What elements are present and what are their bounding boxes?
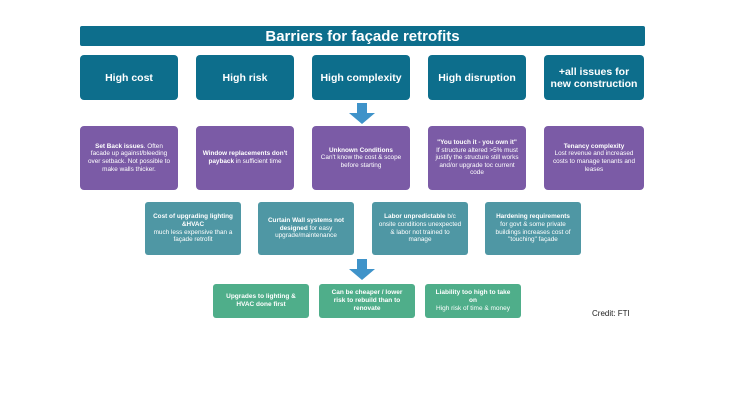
barrier-unknown-conditions: Unknown Conditions Can't know the cost &… [312, 126, 410, 190]
category-high-disruption: High disruption [428, 55, 526, 100]
category-new-construction: +all issues for new construction [544, 55, 644, 100]
category-high-risk: High risk [196, 55, 294, 100]
category-high-complexity: High complexity [312, 55, 410, 100]
barrier-labor-unpredictable: Labor unpredictable b/c onsite condition… [372, 202, 468, 255]
diagram-title: Barriers for façade retrofits [80, 26, 645, 46]
credit-text: Credit: FTI [592, 309, 630, 318]
barrier-curtain-wall: Curtain Wall systems not designed for ea… [258, 202, 354, 255]
outcome-upgrades-first: Upgrades to lighting & HVAC done first [213, 284, 309, 318]
outcome-liability: Liability too high to take on High risk … [425, 284, 521, 318]
barrier-tenancy-complexity: Tenancy complexity Lost revenue and incr… [544, 126, 644, 190]
barrier-touch-it-own-it: "You touch it - you own it" If structure… [428, 126, 526, 190]
outcome-rebuild-cheaper: Can be cheaper / lower risk to rebuild t… [319, 284, 415, 318]
barrier-hardening: Hardening requirements for govt & some p… [485, 202, 581, 255]
barrier-window-payback: Window replacements don't payback in suf… [196, 126, 294, 190]
category-high-cost: High cost [80, 55, 178, 100]
arrow-down-icon [349, 103, 375, 124]
barrier-lighting-hvac-cost: Cost of upgrading lighting &HVAC much le… [145, 202, 241, 255]
arrow-down-icon [349, 259, 375, 280]
barrier-setback: Set Back issues. Often facade up against… [80, 126, 178, 190]
